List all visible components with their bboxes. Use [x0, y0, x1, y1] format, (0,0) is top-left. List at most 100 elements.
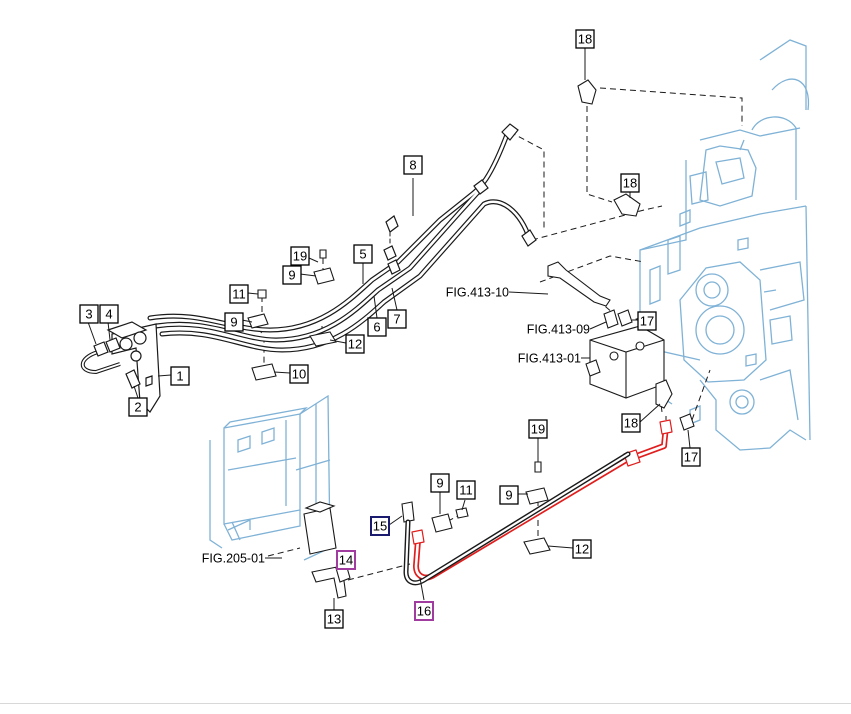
callout-9: 9 — [224, 312, 244, 332]
callout-number: 1 — [176, 369, 183, 384]
elbow-18c — [655, 379, 673, 409]
fitting-17b — [679, 413, 695, 431]
callout-number: 18 — [578, 32, 592, 47]
block-413-01 — [589, 325, 665, 399]
callout-2: 2 — [128, 397, 148, 417]
callout-box — [224, 312, 244, 332]
elbow-18b — [613, 193, 641, 217]
fitting-pipe8-end — [501, 123, 519, 141]
callout-11: 11 — [456, 480, 476, 500]
callout-15: 15 — [370, 516, 390, 536]
upper-hardware — [247, 249, 337, 381]
callout-number: 19 — [531, 422, 545, 437]
fitting-pipe7-end — [521, 229, 537, 247]
plate-10 — [251, 363, 277, 381]
callout-9: 9 — [282, 265, 302, 285]
companion-pipe — [403, 451, 631, 586]
union-15 — [401, 501, 415, 523]
callout-box — [403, 155, 423, 175]
callout-box — [289, 364, 309, 384]
fitting-pipe-mid-a — [385, 215, 399, 233]
callout-number: 9 — [288, 268, 295, 283]
callout-1: 1 — [170, 366, 190, 386]
callout-13: 13 — [324, 609, 344, 629]
callout-box — [170, 366, 190, 386]
callout-number: 18 — [623, 176, 637, 191]
callout-box — [572, 539, 592, 559]
callout-number: 15 — [373, 519, 387, 534]
callout-number: 3 — [85, 307, 92, 322]
callout-number: 13 — [327, 612, 341, 627]
filter-body — [303, 507, 337, 555]
callout-box — [99, 304, 119, 324]
callout-number: 4 — [105, 307, 112, 322]
callout-box — [456, 480, 476, 500]
callout-number: 2 — [134, 400, 141, 415]
callout-box — [282, 265, 302, 285]
callout-16: 16 — [414, 601, 434, 621]
leader-17b — [691, 369, 711, 421]
callout-11: 11 — [229, 284, 249, 304]
callout-box — [370, 516, 390, 536]
ghost-transmission-housing — [639, 39, 811, 451]
callout-box — [430, 473, 450, 493]
leader-18a-top — [599, 87, 743, 126]
fitting-pipe-mid-c — [387, 259, 401, 275]
callout-17: 17 — [637, 311, 657, 331]
callout-18: 18 — [620, 173, 640, 193]
callout-box — [128, 397, 148, 417]
callout-17: 17 — [681, 447, 701, 467]
fitting-413-09 — [603, 309, 619, 329]
callout-4: 4 — [99, 304, 119, 324]
figure-ref-label: FIG.205-01 — [202, 552, 265, 566]
callout-12: 12 — [345, 334, 365, 354]
callout-8: 8 — [403, 155, 423, 175]
fitting-17a — [617, 309, 633, 327]
callout-box — [290, 246, 310, 266]
block-side-fitting — [585, 359, 601, 377]
callout-box — [575, 29, 595, 49]
clip-9d — [525, 487, 549, 505]
valve-block-assembly — [80, 321, 161, 413]
callout-number: 17 — [684, 450, 698, 465]
callout-6: 6 — [367, 317, 387, 337]
bottom-divider — [0, 703, 851, 704]
callout-number: 5 — [359, 247, 366, 262]
callout-number: 18 — [624, 416, 638, 431]
callout-box — [528, 419, 548, 439]
callout-box — [79, 304, 99, 324]
figure-ref-label: FIG.413-09 — [527, 323, 590, 337]
plate-12a — [309, 331, 337, 347]
callout-number: 11 — [232, 287, 246, 302]
callout-box — [336, 550, 356, 570]
callout-10: 10 — [289, 364, 309, 384]
clip-9a — [313, 267, 335, 285]
callout-box — [499, 485, 519, 505]
pipe-413-10 — [547, 261, 611, 307]
valve-port-a — [119, 337, 133, 351]
leader-205-01 — [267, 547, 301, 557]
callout-box — [324, 609, 344, 629]
callout-box — [620, 173, 640, 193]
callout-number: 12 — [575, 542, 589, 557]
figure-ref-label: FIG.413-01 — [518, 352, 581, 366]
bolt-11a — [257, 289, 267, 299]
callout-number: 19 — [293, 249, 307, 264]
valve-port-b — [133, 331, 147, 345]
fitting-2 — [125, 369, 141, 389]
callout-3: 3 — [79, 304, 99, 324]
bolt-19a — [319, 249, 327, 259]
callout-number: 9 — [230, 315, 237, 330]
elbow-18a — [577, 79, 597, 105]
callout-number: 9 — [505, 488, 512, 503]
callout-box — [621, 413, 641, 433]
leader-pipe6 — [531, 205, 663, 241]
callout-number: 11 — [459, 483, 473, 498]
callout-14: 14 — [336, 550, 356, 570]
right-fittings — [547, 79, 695, 431]
bolt-19b — [534, 461, 542, 473]
